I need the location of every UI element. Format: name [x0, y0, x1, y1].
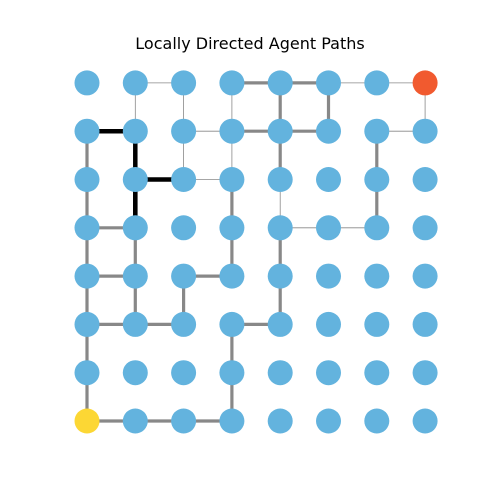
graph-node	[122, 118, 148, 144]
graph-node	[412, 408, 438, 434]
graph-node	[122, 408, 148, 434]
graph-node	[171, 118, 197, 144]
graph-node	[364, 360, 390, 386]
graph-node	[412, 360, 438, 386]
graph-node	[316, 360, 341, 386]
diagram-title: Locally Directed Agent Paths	[135, 34, 365, 53]
graph-node	[316, 263, 341, 289]
graph-node	[364, 70, 390, 96]
graph-node	[219, 70, 245, 96]
graph-node	[171, 263, 197, 289]
graph-node	[74, 215, 100, 241]
node-layer	[74, 70, 438, 434]
graph-node	[364, 263, 390, 289]
graph-node	[267, 311, 293, 337]
graph-node	[316, 408, 341, 434]
graph-node	[267, 70, 293, 96]
graph-node	[122, 360, 148, 386]
graph-node	[364, 167, 390, 192]
graph-node	[364, 215, 390, 241]
graph-node	[74, 263, 100, 289]
graph-node	[219, 215, 245, 241]
graph-node	[122, 167, 148, 192]
graph-node	[171, 70, 197, 96]
graph-node	[171, 215, 197, 241]
graph-node	[219, 263, 245, 289]
graph-node	[267, 118, 293, 144]
start-node	[74, 408, 100, 434]
graph-node	[267, 263, 293, 289]
graph-node	[74, 360, 100, 386]
graph-node	[219, 408, 245, 434]
graph-node	[412, 311, 438, 337]
graph-node	[316, 118, 341, 144]
graph-node	[316, 215, 341, 241]
graph-node	[171, 408, 197, 434]
graph-node	[412, 263, 438, 289]
graph-node	[122, 215, 148, 241]
graph-node	[171, 360, 197, 386]
graph-node	[412, 167, 438, 192]
graph-node	[364, 408, 390, 434]
graph-node	[364, 118, 390, 144]
graph-node	[219, 167, 245, 192]
graph-node	[267, 215, 293, 241]
graph-node	[412, 118, 438, 144]
graph-node	[267, 360, 293, 386]
graph-node	[316, 70, 341, 96]
graph-node	[74, 118, 100, 144]
graph-node	[219, 311, 245, 337]
graph-node	[171, 311, 197, 337]
graph-node	[74, 70, 100, 96]
graph-node	[316, 311, 341, 337]
goal-node	[412, 70, 438, 96]
graph-node	[219, 360, 245, 386]
graph-node	[219, 118, 245, 144]
graph-node	[364, 311, 390, 337]
graph-node	[74, 167, 100, 192]
graph-node	[267, 408, 293, 434]
graph-node	[171, 167, 197, 192]
graph-node	[74, 311, 100, 337]
graph-node	[122, 311, 148, 337]
graph-node	[316, 167, 341, 192]
graph-node	[267, 167, 293, 192]
graph-node	[412, 215, 438, 241]
graph-node	[122, 70, 148, 96]
graph-node	[122, 263, 148, 289]
